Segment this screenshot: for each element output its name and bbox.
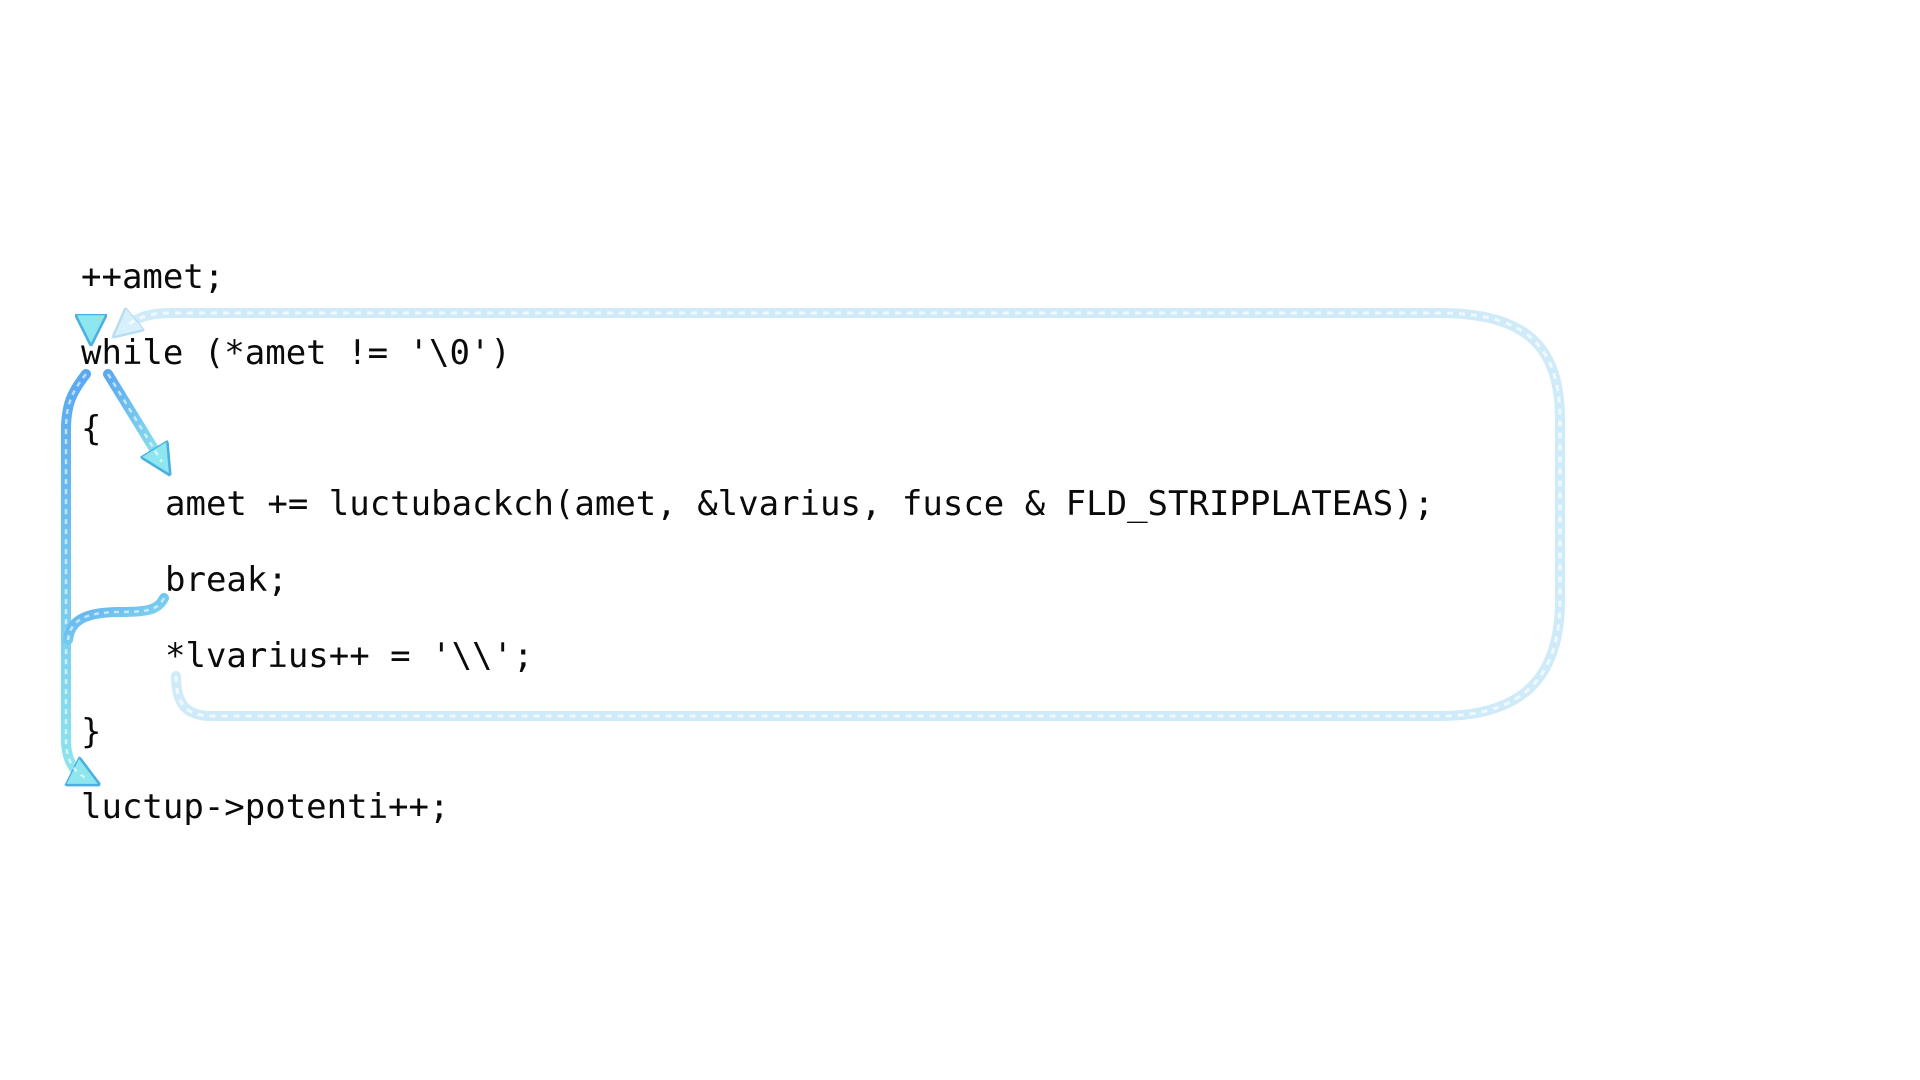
edge-loop-back [124,313,1565,721]
edge-while-to-body [103,369,162,462]
code-line-escape: *lvarius++ = '\\'; [165,636,534,676]
code-line-assign: amet += luctubackch(amet, &lvarius, fusc… [165,484,1435,524]
code-line-while: while (*amet != '\0') [81,333,511,373]
code-line-break: break; [165,560,288,600]
edge-while-exit [61,369,86,778]
code-line-open-brace: { [81,409,102,449]
edge-break-exit [63,593,169,645]
code-line-potenti: luctup->potenti++; [81,787,450,827]
code-line-close-brace: } [81,712,102,752]
code-line-increment: ++amet; [81,257,225,297]
